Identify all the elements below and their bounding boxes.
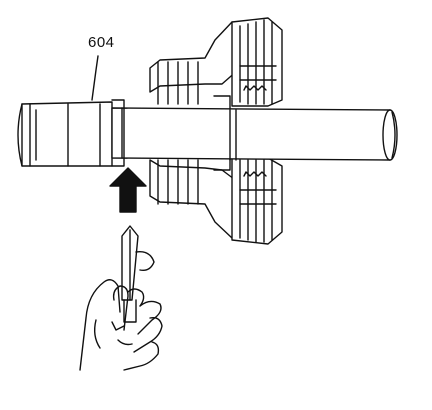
callout-label: 604 bbox=[88, 34, 115, 51]
callout-leader-line bbox=[91, 55, 99, 101]
air-nozzle bbox=[121, 225, 155, 323]
hand bbox=[79, 279, 163, 371]
arrow-up-icon bbox=[109, 167, 147, 213]
clutch-pack bbox=[149, 17, 283, 245]
shaft-assembly bbox=[17, 99, 398, 167]
